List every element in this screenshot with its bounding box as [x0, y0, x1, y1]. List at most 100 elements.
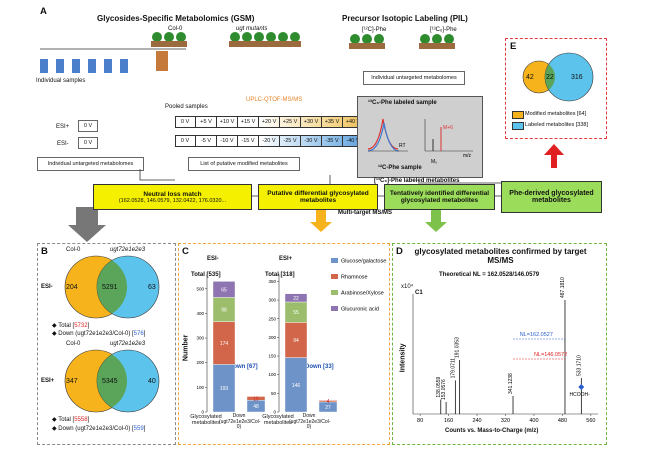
- ugt-mutants-label: ugt mutants: [236, 26, 268, 32]
- d-x-tick-label: 80: [417, 418, 423, 424]
- uplc-label: UPLC-QTOF-MS/MS: [246, 97, 303, 103]
- c-down-segment: [318, 400, 338, 403]
- list-putative-box: List of putative modified metabolites: [188, 157, 300, 171]
- b-neg-total-value: 5732: [74, 323, 88, 329]
- b-neg-right: 63: [148, 284, 156, 291]
- stacked-bar-chart: 0100200300400500193174986548150501001502…: [196, 258, 386, 415]
- d-x-tick-label: 160: [444, 418, 453, 424]
- c-xlabel-left: Glycosylated metabolites: [190, 414, 222, 427]
- neutral-loss-values: (162.0528, 146.0579, 132.0422, 176.0320.…: [118, 197, 227, 204]
- esi-pos-label: ESI+: [56, 124, 70, 130]
- b-col0-top: Col-0: [66, 247, 81, 253]
- voltage-cell: +35 V: [322, 117, 343, 127]
- b-mutant-top: ugt72e1e2e3: [110, 247, 146, 253]
- plant-trays-pil: [349, 34, 455, 49]
- c-pos-down: Down [33]: [305, 364, 334, 370]
- c-neg-title: ESI-: [207, 256, 219, 262]
- b-down-label: Down (ugt72e1e2e3/Col-0): [58, 331, 131, 337]
- c-legend-swatch: [331, 274, 338, 279]
- d-precursor-marker: [578, 384, 585, 390]
- c-down-segment: [246, 396, 266, 401]
- venn-b-pos: [64, 349, 160, 413]
- labeled-sample-title: ¹³C₆-Phe labeled sample: [368, 100, 437, 106]
- c-xlabel-right: Down (ugt72e1e2e3/Col-0): [219, 413, 261, 430]
- d-peak-label: 153.0576: [441, 379, 447, 400]
- b-pos-overlap: 5345: [102, 378, 118, 385]
- pooled-samples-label: Pooled samples: [165, 104, 208, 110]
- multi-target-label: Multi-target MS/MS: [338, 210, 392, 216]
- c-legend-swatch: [331, 306, 338, 311]
- legend-lab-swatch: [512, 122, 524, 130]
- c-xlabel-right-2: Down (ugt72e1e2e3/Col-0): [289, 413, 331, 430]
- c-tick-label: 300: [268, 298, 276, 303]
- b-total-label-2: Total: [58, 417, 71, 423]
- svg-text:M₀: M₀: [431, 159, 437, 164]
- chromatogram-plot: RT M+6 m/z M₀: [367, 118, 473, 164]
- venn-e: [522, 52, 594, 102]
- voltage-cell: +10 V: [217, 117, 238, 127]
- d-scale: x10⁴: [401, 284, 414, 290]
- panel-a-letter: A: [40, 6, 47, 17]
- c-tick-label: 200: [268, 335, 276, 340]
- c12-phe-label: [¹²C]-Phe: [362, 27, 387, 33]
- c-bar-segment: [284, 293, 308, 303]
- voltage-cell: -30 V: [301, 136, 322, 146]
- voltage-cell: -25 V: [280, 136, 301, 146]
- c-tick-label: 100: [196, 385, 204, 390]
- d-peak-label: 138.0559: [436, 377, 442, 398]
- phe-sample-title: ¹²C-Phe sample: [378, 165, 422, 171]
- esi-neg-label: ESI-: [57, 141, 69, 147]
- c-tick-label: 250: [268, 316, 276, 321]
- c-down-label: 27: [325, 405, 331, 411]
- legend-mod-swatch: [512, 111, 524, 119]
- venn-e-right: 316: [571, 74, 583, 81]
- col0-label: Col-0: [168, 26, 183, 32]
- d-xlabel: Counts vs. Mass-to-Charge (m/z): [445, 428, 539, 434]
- c-seg-label: 55: [293, 310, 299, 316]
- d-x-tick-label: 400: [529, 418, 538, 424]
- c-tick-label: 100: [268, 372, 276, 377]
- venn-b-neg: [64, 255, 160, 319]
- d-sample: C1: [415, 290, 423, 296]
- voltage-cell: -35 V: [322, 136, 343, 146]
- b-col0-bottom: Col-0: [66, 341, 81, 347]
- sample-vials: [40, 48, 186, 73]
- voltage-cell: -5 V: [196, 136, 217, 146]
- esi-pos-zero-box: 0 V: [78, 120, 98, 132]
- b-esi-neg-label: ESI-: [41, 284, 53, 290]
- d-peak-label: 533.1710: [576, 355, 582, 376]
- d-x-tick-label: 240: [472, 418, 481, 424]
- c-seg-label: 94: [293, 338, 299, 344]
- svg-text:M+6: M+6: [443, 125, 453, 131]
- c-tick-label: 300: [196, 336, 204, 341]
- neutral-loss-box: Neutral loss match (162.0528, 146.0579, …: [93, 184, 252, 210]
- voltage-cell: -15 V: [238, 136, 259, 146]
- d-peak-label: 191.0353: [455, 337, 461, 358]
- c-tick-label: 50: [271, 391, 277, 396]
- b-pos-left: 347: [66, 378, 78, 385]
- panel-d: D glycosylated metabolites confirmed by …: [392, 243, 607, 445]
- panel-b: B Col-0 ugt72e1e2e3 ESI- 204 5291 63 ◆ T…: [37, 243, 176, 445]
- b-neg-down-value: 576: [133, 331, 144, 337]
- c-down-label: 4: [327, 399, 330, 405]
- c-down-label: 48: [253, 404, 259, 410]
- voltage-cell: 0 V: [175, 136, 196, 146]
- c-neg-down: Down [67]: [229, 364, 258, 370]
- c-tick-label: 500: [196, 286, 204, 291]
- b-total-label: Total: [58, 323, 71, 329]
- b-neg-left: 204: [66, 284, 78, 291]
- d-x-tick-label: 560: [586, 418, 595, 424]
- panel-b-letter: B: [41, 246, 48, 257]
- panel-d-letter: D: [396, 246, 403, 257]
- b-pos-down: ◆ Down (ugt72e1e2e3/Col-0) [559]: [52, 426, 146, 432]
- tentative-box: Tentatively identified differential glyc…: [384, 184, 495, 210]
- c-tick-label: 350: [268, 279, 276, 284]
- c13-phe-label: [¹³C₆]-Phe: [430, 27, 457, 33]
- phe-derived-box: Phe-derived glycosylated metabolites: [501, 181, 602, 213]
- b-mutant-bottom: ugt72e1e2e3: [110, 341, 146, 347]
- c-seg-label: 174: [220, 341, 229, 347]
- c-seg-label: 65: [221, 287, 227, 293]
- d-peak-label: 487.1810: [560, 277, 566, 298]
- d-nl2-label: NL=146.0572: [534, 352, 567, 358]
- c-tick-label: 0: [201, 410, 204, 415]
